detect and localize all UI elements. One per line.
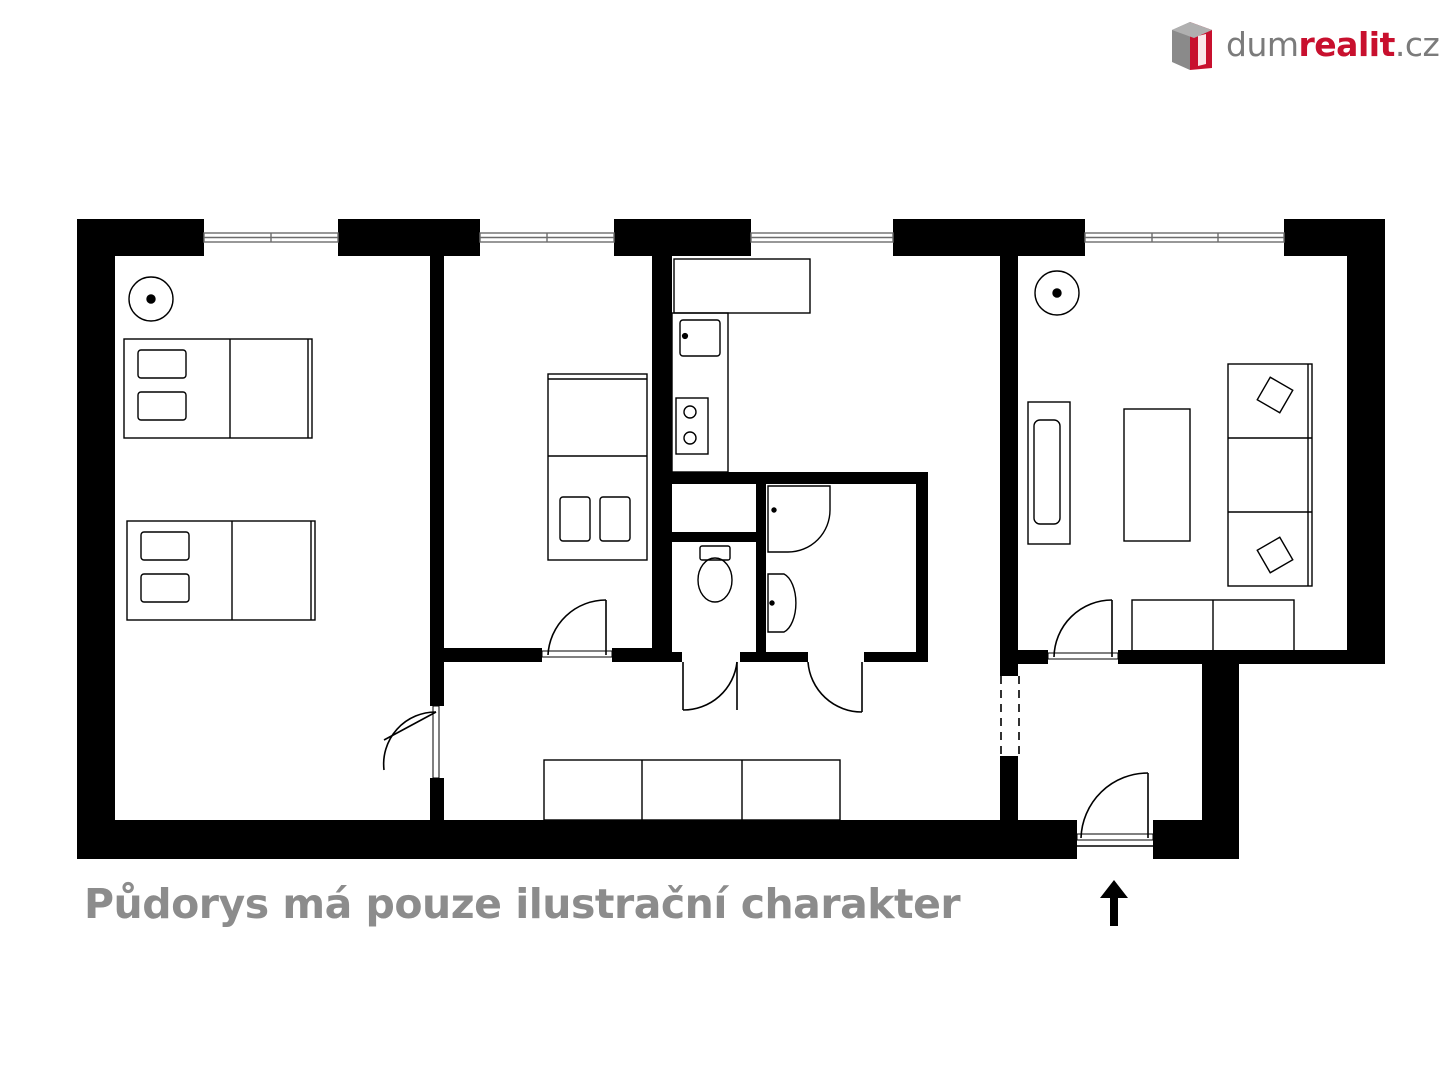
- door: [382, 705, 440, 779]
- door: [1047, 599, 1119, 660]
- coffee-table: [1123, 408, 1191, 542]
- sliding-door: [1000, 676, 1020, 756]
- window: [479, 232, 615, 243]
- kitchen-counter: [671, 258, 811, 473]
- brand-name: dumrealit.cz: [1226, 24, 1440, 64]
- washbasin: [767, 573, 797, 633]
- wardrobe: [543, 759, 841, 821]
- tv-unit: [1027, 401, 1071, 545]
- windows: [203, 232, 1285, 243]
- door: [541, 599, 613, 658]
- furniture: [123, 258, 1313, 821]
- window: [203, 232, 339, 243]
- brand-logo: dumrealit.cz: [1168, 14, 1440, 74]
- doors: [382, 599, 1154, 847]
- sofa: [1227, 363, 1313, 587]
- door: [807, 661, 863, 713]
- window: [750, 232, 894, 243]
- bed: [126, 520, 316, 621]
- hob: [675, 397, 709, 455]
- sideboard: [1131, 599, 1295, 653]
- toilet: [697, 545, 733, 603]
- door: [682, 661, 738, 711]
- shower-tray: [767, 485, 831, 553]
- house-cube-icon: [1172, 22, 1212, 70]
- interior-walls: [430, 256, 1048, 820]
- window: [1084, 232, 1285, 243]
- disclaimer-text: Půdorys má pouze ilustrační charakter: [84, 880, 961, 928]
- arrow-up-icon: [1100, 880, 1128, 926]
- plant-icon: [1034, 270, 1080, 316]
- sink: [679, 319, 721, 357]
- outer-walls: [77, 219, 1385, 859]
- bed: [123, 338, 313, 439]
- plant-icon: [128, 276, 174, 322]
- bed: [547, 373, 648, 561]
- door: [1076, 772, 1154, 847]
